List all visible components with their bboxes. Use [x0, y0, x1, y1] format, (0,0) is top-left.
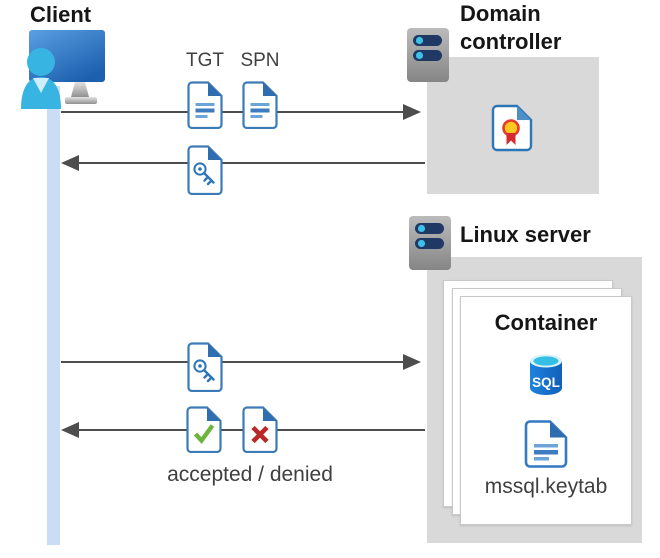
arrowhead-right-icon: [403, 354, 421, 370]
tgt-document-icon: [187, 81, 223, 129]
container-label: Container: [494, 310, 598, 335]
person-collar: [33, 78, 49, 93]
arrow-dc-to-client: [78, 162, 425, 164]
client-label: Client: [30, 2, 92, 27]
arrowhead-right-icon: [403, 104, 421, 120]
certificate-icon: [491, 104, 533, 152]
client-icon: [21, 30, 105, 109]
denied-document-icon: [242, 406, 278, 453]
accepted-denied-label: accepted / denied: [167, 463, 333, 486]
client-lifeline: [47, 86, 60, 545]
container-card: Container SQL mssql.keytab: [460, 296, 632, 525]
key-document-icon: [187, 145, 223, 195]
key-document-icon: [187, 342, 223, 392]
sql-database-icon: SQL: [530, 354, 562, 395]
arrow-client-to-dc: [61, 111, 405, 113]
monitor-stand: [71, 82, 89, 97]
spn-document-icon: [242, 81, 278, 129]
keytab-document-icon: [524, 420, 568, 468]
arrowhead-left-icon: [61, 155, 79, 171]
server-icon: [407, 28, 449, 82]
monitor-base: [65, 97, 97, 104]
arrowhead-left-icon: [61, 422, 79, 438]
server-icon: [409, 216, 451, 270]
spn-label: SPN: [240, 50, 280, 71]
keytab-filename-label: mssql.keytab: [484, 475, 608, 498]
person-head: [27, 48, 55, 76]
sql-badge-text: SQL: [532, 375, 560, 390]
arrow-client-to-linux: [61, 361, 405, 363]
domain-controller-label: Domain controller: [460, 1, 562, 54]
accepted-document-icon: [186, 406, 222, 453]
tgt-label: TGT: [186, 50, 224, 71]
linux-server-label: Linux server: [460, 222, 591, 247]
